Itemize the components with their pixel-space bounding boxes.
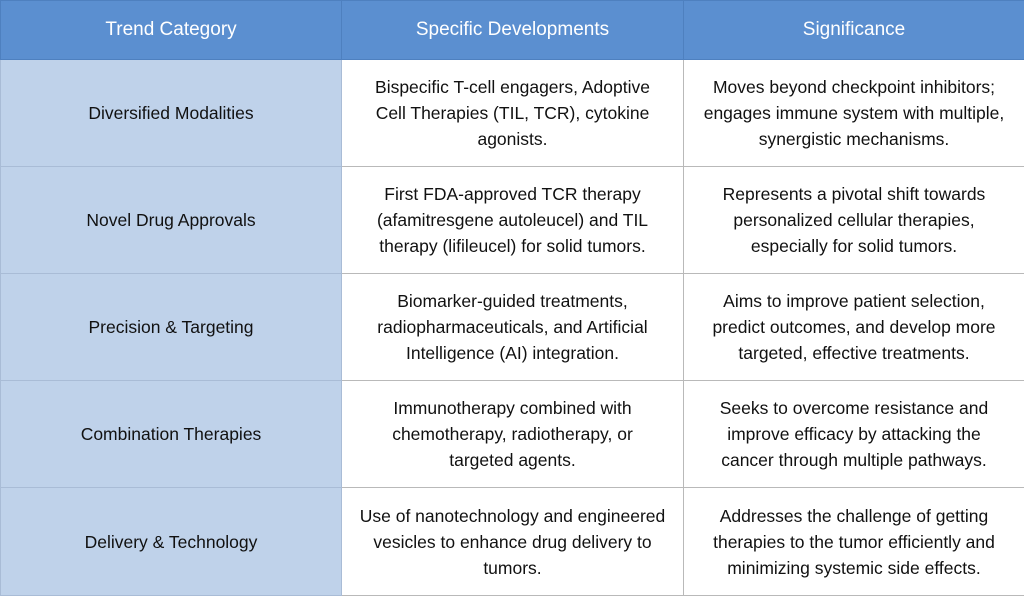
developments-cell: Biomarker-guided treatments, radiopharma…	[342, 274, 684, 381]
category-cell: Diversified Modalities	[1, 60, 342, 167]
significance-cell: Moves beyond checkpoint inhibitors; enga…	[684, 60, 1024, 167]
table-header-row: Trend Category Specific Developments Sig…	[1, 1, 1024, 60]
header-specific-developments: Specific Developments	[342, 1, 684, 60]
table-row: Combination Therapies Immunotherapy comb…	[1, 381, 1024, 488]
table-row: Delivery & Technology Use of nanotechnol…	[1, 488, 1024, 596]
category-cell: Precision & Targeting	[1, 274, 342, 381]
developments-cell: Bispecific T-cell engagers, Adoptive Cel…	[342, 60, 684, 167]
developments-cell: Use of nanotechnology and engineered ves…	[342, 488, 684, 596]
significance-cell: Addresses the challenge of getting thera…	[684, 488, 1024, 596]
table-row: Novel Drug Approvals First FDA-approved …	[1, 167, 1024, 274]
header-trend-category: Trend Category	[1, 1, 342, 60]
table-row: Diversified Modalities Bispecific T-cell…	[1, 60, 1024, 167]
header-significance: Significance	[684, 1, 1024, 60]
significance-cell: Seeks to overcome resistance and improve…	[684, 381, 1024, 488]
category-cell: Novel Drug Approvals	[1, 167, 342, 274]
category-cell: Delivery & Technology	[1, 488, 342, 596]
table-row: Precision & Targeting Biomarker-guided t…	[1, 274, 1024, 381]
developments-cell: First FDA-approved TCR therapy (afamitre…	[342, 167, 684, 274]
category-cell: Combination Therapies	[1, 381, 342, 488]
developments-cell: Immunotherapy combined with chemotherapy…	[342, 381, 684, 488]
significance-cell: Represents a pivotal shift towards perso…	[684, 167, 1024, 274]
significance-cell: Aims to improve patient selection, predi…	[684, 274, 1024, 381]
